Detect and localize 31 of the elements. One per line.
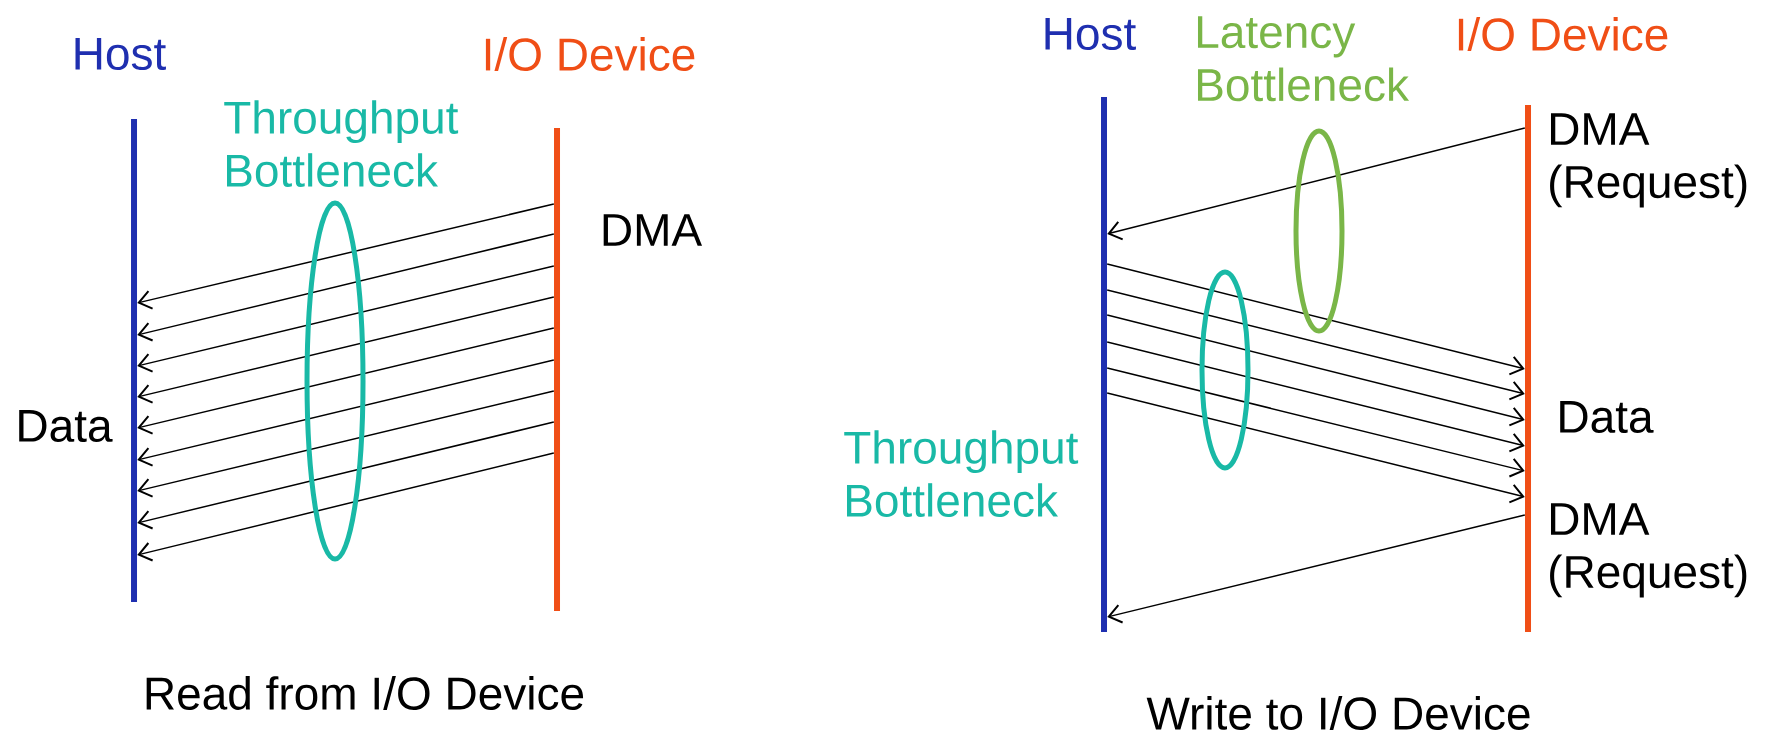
text-label: Write to I/O Device [1146,696,1530,730]
arrow [1107,514,1526,624]
arrow [137,390,555,498]
arrow [137,421,555,530]
text-label: Throughput Bottleneck [224,100,459,187]
text-label: Data [1560,400,1654,434]
arrow [1106,263,1525,376]
arrow [137,452,555,562]
arrow [137,359,555,467]
lifeline-heading: I/O Device [1458,17,1668,51]
text-label: Data [19,409,113,443]
text-label: DMA (Request) [1550,113,1747,208]
arrow [137,203,555,310]
lifeline-heading: I/O Device [485,37,695,71]
arrow [1106,289,1525,401]
text-label: DMA [603,214,703,246]
arrow [1106,392,1525,504]
text-label: Latency Bottleneck [1198,16,1410,102]
arrow [137,327,555,435]
arrow [137,296,555,404]
arrow [137,233,555,342]
text-label: DMA (Request) [1550,503,1747,598]
lifeline-heading: Host [1045,17,1136,51]
arrow [1106,341,1525,453]
lifeline-heading: Host [75,37,166,71]
arrow [1106,367,1525,478]
text-label: Throughput Bottleneck [844,430,1079,517]
arrow [137,265,555,373]
arrow [1107,127,1526,241]
arrow [1106,314,1525,427]
text-label: Read from I/O Device [146,676,584,710]
